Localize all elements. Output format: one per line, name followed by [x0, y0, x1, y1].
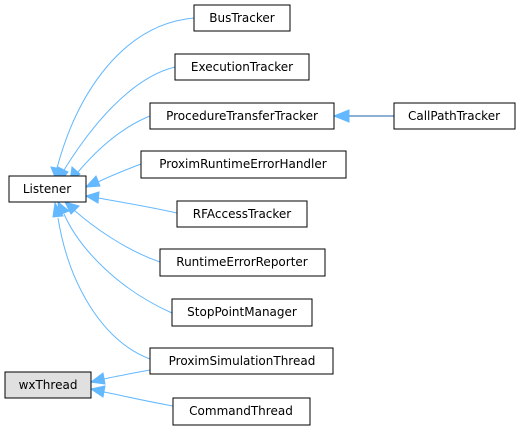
node-wxthread[interactable]: wxThread — [4, 371, 92, 399]
node-commandthread-label: CommandThread — [189, 404, 293, 418]
edge-runtimeerrorreporter-listener — [64, 201, 161, 263]
node-proximruntimeerrorhandler[interactable]: ProximRuntimeErrorHandler — [140, 150, 347, 179]
edge-proximsimulationthread-listener — [52, 201, 151, 360]
node-executiontracker-label: ExecutionTracker — [191, 60, 293, 74]
node-rfaccesstracker[interactable]: RFAccessTracker — [176, 200, 308, 228]
node-executiontracker[interactable]: ExecutionTracker — [174, 53, 310, 81]
node-stoppointmanager[interactable]: StopPointManager — [171, 298, 313, 327]
node-runtimeerrorreporter[interactable]: RuntimeErrorReporter — [159, 248, 326, 277]
node-proximruntimeerrorhandler-label: ProximRuntimeErrorHandler — [159, 157, 326, 171]
node-callpathtracker[interactable]: CallPathTracker — [393, 102, 516, 130]
node-runtimeerrorreporter-label: RuntimeErrorReporter — [176, 255, 308, 269]
node-proximsimulationthread[interactable]: ProximSimulationThread — [149, 347, 334, 375]
edge-proceduretransfertracker-listener — [69, 115, 151, 184]
node-bustracker-label: BusTracker — [209, 11, 274, 25]
node-proceduretransfertracker-label: ProcedureTransferTracker — [166, 109, 318, 123]
node-listener[interactable]: Listener — [8, 175, 87, 203]
edge-stoppointmanager-listener — [57, 200, 173, 314]
node-proceduretransfertracker[interactable]: ProcedureTransferTracker — [149, 102, 335, 130]
node-listener-label: Listener — [23, 182, 71, 196]
node-callpathtracker-label: CallPathTracker — [408, 109, 500, 123]
node-wxthread-label: wxThread — [19, 378, 78, 392]
node-proximsimulationthread-label: ProximSimulationThread — [169, 354, 316, 368]
edge-proximruntimeerrorhandler-listener — [84, 163, 142, 188]
node-stoppointmanager-label: StopPointManager — [187, 305, 297, 319]
edge-proximsimulationthread-wxthread — [89, 369, 151, 385]
edge-callpathtracker-proceduretransfertracker — [332, 109, 394, 123]
edge-rfaccesstracker-listener — [84, 191, 178, 214]
node-rfaccesstracker-label: RFAccessTracker — [193, 207, 292, 221]
node-bustracker[interactable]: BusTracker — [193, 4, 291, 32]
node-commandthread[interactable]: CommandThread — [172, 397, 311, 426]
edge-commandthread-wxthread — [89, 385, 174, 407]
